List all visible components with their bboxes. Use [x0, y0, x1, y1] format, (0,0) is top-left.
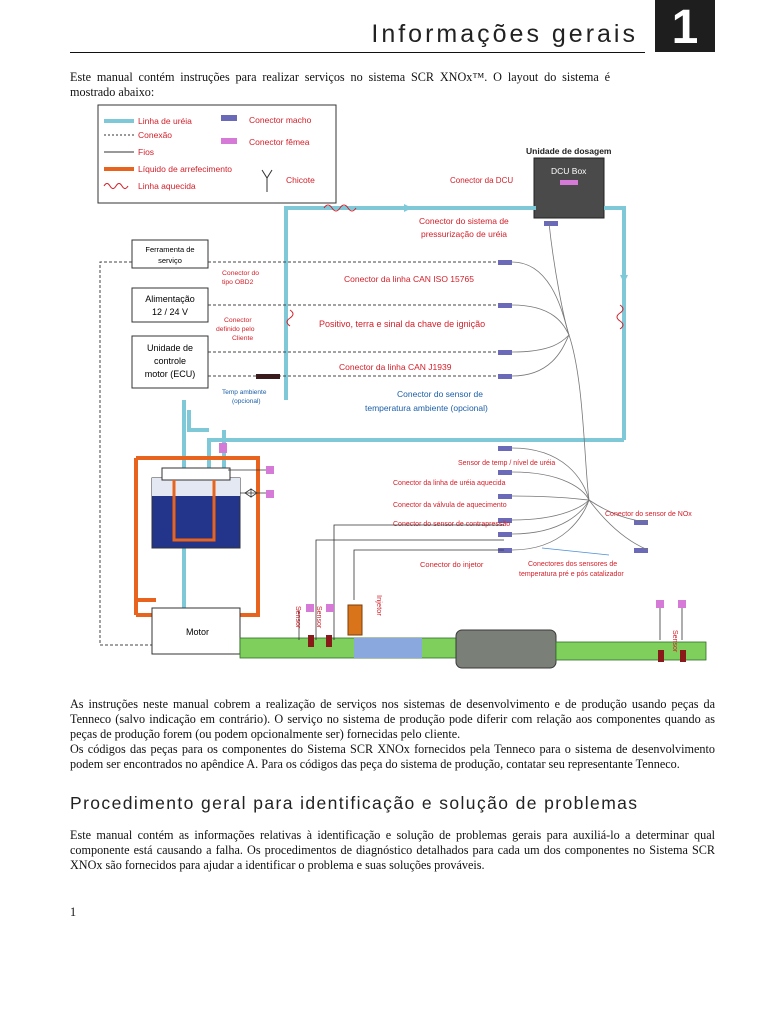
paragraph-1-part-2: Os códigos das peças para os componentes… [70, 742, 715, 771]
legend: Linha de uréia Conexão Fios Líquido de a… [97, 104, 337, 204]
obd2-label-2: tipo OBD2 [222, 279, 254, 286]
ecu-label-2: controle [154, 356, 186, 366]
scr-system-diagram: Linha de uréia Conexão Fios Líquido de a… [97, 104, 707, 669]
legend-harness: Chicote [286, 175, 315, 185]
injector-label: Injetor [375, 595, 384, 616]
paragraph-2: Este manual contém as informações relati… [70, 828, 715, 872]
client-connector-label-1: Conector [224, 317, 252, 324]
ambient-temp-sensor-label-2: temperatura ambiente (opcional) [365, 403, 488, 413]
service-tool-label-2: serviço [158, 256, 182, 265]
heating-valve-connector-label: Conector da válvula de aquecimento [393, 502, 507, 509]
service-tool-box [131, 239, 209, 269]
section-title: Procedimento geral para identificação e … [70, 793, 639, 813]
temp-sensors-connectors-label-2: temperatura pré e pós catalizador [519, 571, 624, 578]
power-label-2: 12 / 24 V [152, 307, 188, 317]
obd2-label-1: Conector do [222, 270, 259, 277]
power-box [131, 287, 209, 323]
page-number: 1 [70, 905, 77, 919]
backpressure-connector-label: Conector do sensor de contrapressão [393, 521, 510, 528]
legend-male-connector: Conector macho [249, 115, 312, 125]
paragraph-1-part-1: As instruções neste manual cobrem a real… [70, 697, 715, 741]
ambient-temp-small-label-1: Temp ambiente [222, 389, 267, 396]
can-iso-label: Conector da linha CAN ISO 15765 [344, 274, 474, 284]
can-j1939-label: Conector da linha CAN J1939 [339, 362, 452, 372]
intro-text: Este manual contém instruções para reali… [70, 70, 610, 99]
client-connector-label-2: definido pelo [216, 326, 255, 333]
urea-pressure-connector-label-1: Conector do sistema de [419, 216, 509, 226]
chapter-number: 1 [655, 0, 715, 54]
dcu-box-label: DCU Box [551, 166, 587, 176]
sensor-label-3: Sensor [671, 630, 678, 653]
sensor-label-1: Sensor [294, 606, 301, 629]
dcu-connector-label: Conector da DCU [450, 176, 513, 185]
urea-tank [134, 456, 260, 617]
ecu-box [131, 335, 209, 389]
nox-connector-label: Conector do sensor de NOx [605, 511, 692, 518]
power-label-1: Alimentação [145, 294, 195, 304]
male-connector-icon [221, 115, 237, 121]
motor-box [151, 607, 241, 655]
heated-urea-connector-label: Conector da linha de uréia aquecida [393, 480, 506, 487]
legend-connection: Conexão [138, 130, 172, 140]
ambient-temp-small-label-2: (opcional) [232, 398, 261, 405]
motor-label: Motor [186, 627, 209, 637]
legend-female-connector: Conector fêmea [249, 137, 310, 147]
exhaust-pipe [239, 629, 707, 669]
injector-connector-label: Conector do injetor [420, 560, 484, 569]
header-rule [70, 52, 645, 53]
female-connector-icon [221, 138, 237, 144]
dosing-unit-label: Unidade de dosagem [526, 146, 612, 156]
legend-wires: Fios [138, 147, 154, 157]
urea-pressure-connector-label-2: pressurização de uréia [421, 229, 507, 239]
sensor-label-2: Sensor [315, 606, 322, 629]
legend-heated-line: Linha aquecida [138, 181, 196, 191]
paragraph-1: As instruções neste manual cobrem a real… [70, 697, 715, 772]
harness-icon [261, 169, 273, 192]
temp-level-sensor-label: Sensor de temp / nível de uréia [458, 460, 555, 467]
temp-sensors-connectors-label-1: Conectores dos sensores de [528, 561, 617, 568]
legend-coolant: Líquido de arrefecimento [138, 164, 232, 174]
ecu-label-1: Unidade de [147, 343, 193, 353]
ecu-label-3: motor (ECU) [145, 369, 196, 379]
ambient-temp-sensor-label-1: Conector do sensor de [397, 389, 483, 399]
client-connector-label-3: Cliente [232, 335, 253, 342]
page-title: Informações gerais [371, 20, 638, 48]
dcu-box [533, 157, 605, 219]
injector: Injetor [347, 595, 384, 636]
service-tool-label-1: Ferramenta de [145, 245, 194, 254]
ignition-label: Positivo, terra e sinal da chave de igni… [319, 319, 485, 329]
legend-urea-line: Linha de uréia [138, 116, 192, 126]
